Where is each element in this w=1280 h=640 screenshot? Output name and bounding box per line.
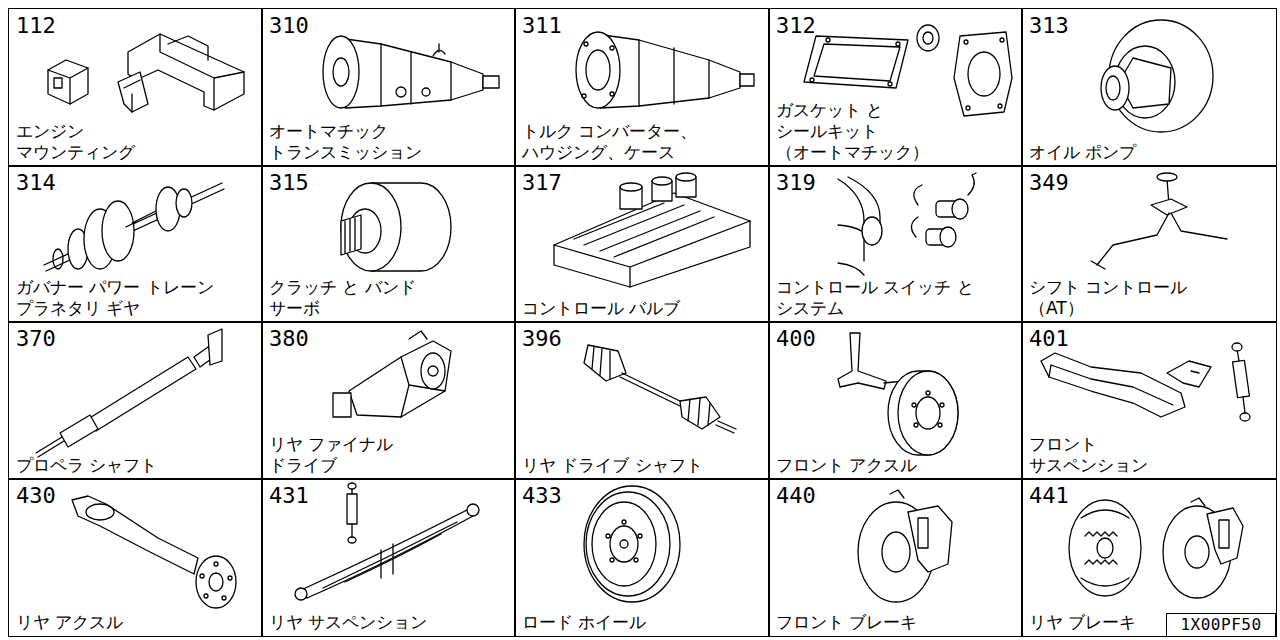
section-number: 433 — [522, 484, 562, 508]
catalog-cell: 314 ガバナー パワー トレーン プラネタリ ギヤ — [8, 165, 263, 323]
engine-mount-drawing — [48, 34, 244, 112]
oil-pump-drawing — [1101, 20, 1213, 132]
part-caption: フロント アクスル — [776, 455, 917, 476]
section-number: 396 — [522, 327, 562, 351]
catalog-cell: 313 オイル ポンプ — [1021, 8, 1277, 167]
part-caption: フロント ブレーキ — [776, 612, 917, 633]
section-number: 440 — [776, 484, 816, 508]
drawing-code: 1X00PF50 — [1180, 616, 1261, 634]
front-suspension-drawing — [1041, 343, 1250, 421]
control-valve-drawing — [554, 173, 750, 287]
part-caption: ロード ホイール — [522, 612, 646, 633]
front-axle-drawing — [838, 333, 958, 455]
final-drive-drawing — [333, 331, 451, 417]
planetary-gear-drawing — [44, 183, 224, 271]
catalog-cell: 315 クラッチ と バンド サーボ — [261, 165, 516, 323]
part-caption: エンジン マウンティング — [16, 121, 135, 163]
clutch-drum-drawing — [341, 183, 451, 271]
part-caption: フロント サスペンション — [1029, 434, 1148, 476]
catalog-cell: 440 フロント ブレーキ — [768, 478, 1023, 637]
catalog-cell: 401 フロント サスペンション — [1021, 321, 1277, 480]
catalog-cell: 433 ロード ホイール — [514, 478, 770, 637]
section-number: 380 — [269, 327, 309, 351]
part-caption: クラッチ と バンド サーボ — [269, 277, 416, 319]
road-wheel-drawing — [584, 486, 680, 602]
section-number: 400 — [776, 327, 816, 351]
catalog-cell: 312 ガスケット と シールキット （オートマチック） — [768, 8, 1023, 167]
part-caption: リヤ アクスル — [16, 612, 123, 633]
section-number: 317 — [522, 171, 562, 195]
section-number: 401 — [1029, 327, 1069, 351]
propeller-shaft-drawing — [36, 329, 222, 457]
section-number: 311 — [522, 14, 562, 38]
catalog-cell: 400 フロント アクスル — [768, 321, 1023, 480]
rear-axle-drawing — [72, 496, 236, 608]
catalog-cell: 317 コントロール バルブ — [514, 165, 770, 323]
catalog-cell: 310 オートマチック トランスミッション — [261, 8, 516, 167]
part-caption: リヤ ブレーキ — [1029, 612, 1136, 633]
part-caption: シフト コントロール （AT） — [1029, 277, 1187, 319]
catalog-cell: 430 リヤ アクスル — [8, 478, 263, 637]
rear-brake-drawing — [1069, 498, 1243, 598]
catalog-cell: 311 トルク コンバーター、 ハウジング、ケース — [514, 8, 770, 167]
section-number: 319 — [776, 171, 816, 195]
part-caption: オートマチック トランスミッション — [269, 121, 422, 163]
section-number: 313 — [1029, 14, 1069, 38]
catalog-cell: 349 シフト コントロール （AT） — [1021, 165, 1277, 323]
part-caption: オイル ポンプ — [1029, 142, 1136, 163]
section-number: 112 — [16, 14, 56, 38]
catalog-cell: 370 プロペラ シャフト — [8, 321, 263, 480]
catalog-cell: 112 エンジン マウンティング — [8, 8, 263, 167]
part-caption: コントロール スイッチ と システム — [776, 277, 974, 319]
shift-control-drawing — [1091, 173, 1227, 269]
section-number: 314 — [16, 171, 56, 195]
part-caption: プロペラ シャフト — [16, 455, 157, 476]
drawing-code-box: 1X00PF50 — [1166, 613, 1276, 637]
transmission-drawing — [323, 36, 499, 108]
part-caption: ガバナー パワー トレーン プラネタリ ギヤ — [16, 277, 214, 319]
control-switch-drawing — [838, 173, 976, 275]
part-caption: ガスケット と シールキット （オートマチック） — [776, 100, 929, 163]
drive-shaft-drawing — [584, 345, 736, 433]
part-caption: リヤ ドライブ シャフト — [522, 455, 703, 476]
section-number: 441 — [1029, 484, 1069, 508]
rear-suspension-drawing — [295, 483, 479, 600]
section-number: 430 — [16, 484, 56, 508]
section-number: 315 — [269, 171, 309, 195]
part-caption: トルク コンバーター、 ハウジング、ケース — [522, 121, 697, 163]
housing-case-drawing — [576, 32, 754, 108]
catalog-cell: 431 リヤ サスペンション — [261, 478, 516, 637]
catalog-cell: 396 リヤ ドライブ シャフト — [514, 321, 770, 480]
section-number: 310 — [269, 14, 309, 38]
section-number: 349 — [1029, 171, 1069, 195]
catalog-cell: 380 リヤ ファイナル ドライブ — [261, 321, 516, 480]
section-number: 370 — [16, 327, 56, 351]
section-number: 431 — [269, 484, 309, 508]
part-caption: コントロール バルブ — [522, 298, 680, 319]
catalog-cell: 319 コントロール スイッチ と システム — [768, 165, 1023, 323]
front-brake-drawing — [858, 490, 952, 602]
part-caption: リヤ ファイナル ドライブ — [269, 434, 393, 476]
part-caption: リヤ サスペンション — [269, 612, 427, 633]
section-number: 312 — [776, 14, 816, 38]
